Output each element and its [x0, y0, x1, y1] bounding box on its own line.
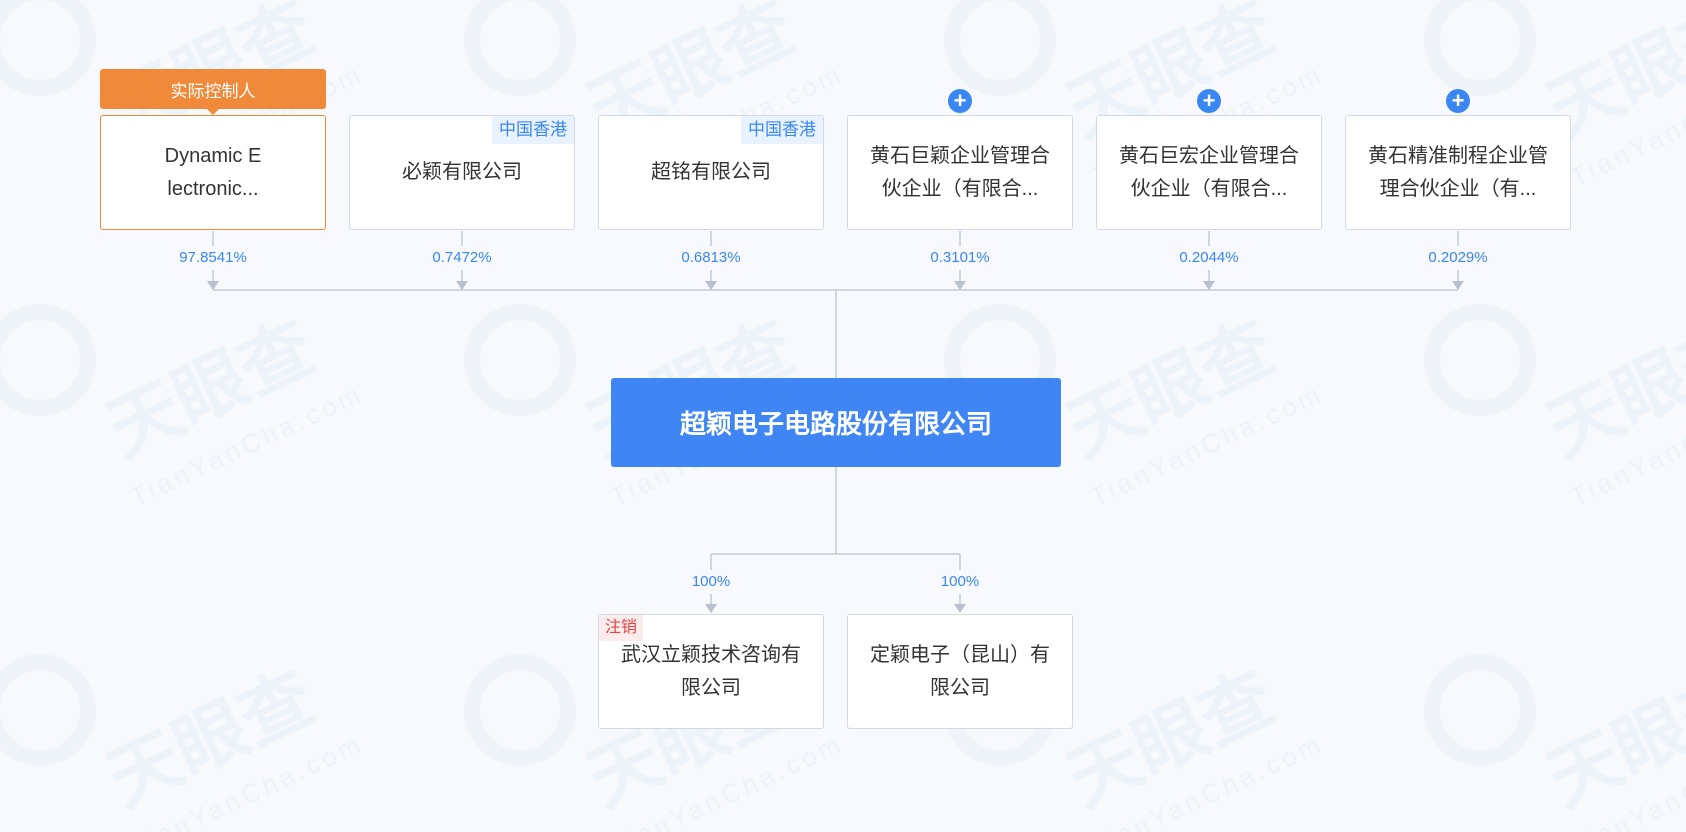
investment-name: 武汉立颖技术咨询有限公司 — [621, 643, 801, 699]
actual-controller-label: 实际控制人 — [170, 81, 256, 101]
shareholding-percent: 0.7472% — [432, 249, 492, 266]
shareholder-node-chaoming[interactable]: 中国香港 超铭有限公司 — [598, 115, 824, 230]
shareholder-node-huangshi-jingzhun[interactable]: 黄石精准制程企业管理合伙企业（有... — [1345, 115, 1571, 230]
arrow-down-icon — [705, 281, 717, 290]
region-tag: 中国香港 — [492, 116, 574, 144]
investment-name: 定颖电子（昆山）有限公司 — [870, 643, 1050, 699]
arrow-down-icon — [1452, 281, 1464, 290]
shareholding-percent: 0.2044% — [1179, 249, 1239, 266]
shareholder-node-huangshi-juhong[interactable]: 黄石巨宏企业管理合伙企业（有限合... — [1096, 115, 1322, 230]
shareholding-percent: 0.3101% — [930, 249, 990, 266]
arrow-down-icon — [207, 281, 219, 290]
arrow-down-icon — [954, 604, 966, 613]
shareholder-name: 黄石巨宏企业管理合伙企业（有限合... — [1119, 144, 1299, 200]
shareholding-percent: 97.8541% — [179, 249, 247, 266]
expand-plus-icon[interactable]: + — [1197, 89, 1221, 113]
investment-percent: 100% — [691, 573, 731, 590]
investment-node-wuhan-liying[interactable]: 注销 武汉立颖技术咨询有限公司 — [598, 614, 824, 729]
shareholder-name: Dynamic E lectronic... — [164, 144, 262, 200]
arrow-down-icon — [1203, 281, 1215, 290]
center-company-node[interactable]: 超颖电子电路股份有限公司 — [611, 378, 1061, 467]
shareholder-node-huangshi-juying[interactable]: 黄石巨颖企业管理合伙企业（有限合... — [847, 115, 1073, 230]
investment-node-dingying-kunshan[interactable]: 定颖电子（昆山）有限公司 — [847, 614, 1073, 729]
shareholder-node-biying[interactable]: 中国香港 必颖有限公司 — [349, 115, 575, 230]
arrow-down-icon — [456, 281, 468, 290]
shareholder-node-dynamic-electronic[interactable]: Dynamic E lectronic... — [100, 115, 326, 230]
arrow-down-icon — [705, 604, 717, 613]
region-tag: 中国香港 — [741, 116, 823, 144]
shareholding-percent: 0.2029% — [1428, 249, 1488, 266]
shareholder-name: 必颖有限公司 — [402, 161, 522, 183]
shareholder-name: 黄石精准制程企业管理合伙企业（有... — [1368, 144, 1548, 200]
expand-plus-icon[interactable]: + — [1446, 89, 1470, 113]
investment-percent: 100% — [940, 573, 980, 590]
center-company-name: 超颖电子电路股份有限公司 — [679, 409, 992, 439]
shareholding-percent: 0.6813% — [681, 249, 741, 266]
expand-plus-icon[interactable]: + — [948, 89, 972, 113]
shareholder-name: 超铭有限公司 — [651, 161, 771, 183]
cancelled-status-badge: 注销 — [599, 615, 644, 641]
actual-controller-tag: 实际控制人 — [100, 69, 326, 115]
shareholder-name: 黄石巨颖企业管理合伙企业（有限合... — [870, 144, 1050, 200]
arrow-down-icon — [954, 281, 966, 290]
